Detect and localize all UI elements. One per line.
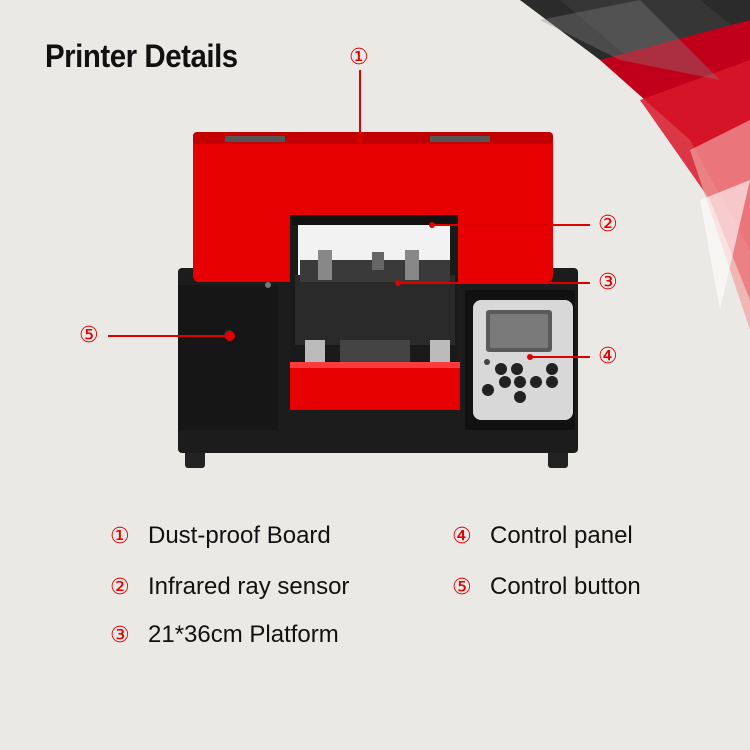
legend-num: ①: [110, 523, 130, 549]
callout-4: ④: [598, 344, 618, 369]
legend-num: ②: [110, 574, 130, 600]
callout-3: ③: [598, 270, 618, 295]
legend-label: 21*36cm Platform: [148, 621, 339, 648]
callout-5: ⑤: [79, 323, 99, 348]
legend-label: Control button: [490, 573, 641, 600]
legend-item-1: ① Dust-proof Board: [110, 522, 331, 550]
legend-item-4: ④ Control panel: [452, 522, 633, 550]
legend-item-2: ② Infrared ray sensor: [110, 573, 349, 601]
legend-item-3: ③ 21*36cm Platform: [110, 621, 339, 649]
legend-num: ⑤: [452, 574, 472, 600]
legend-num: ③: [110, 622, 130, 648]
callout-2: ②: [598, 212, 618, 237]
legend-label: Control panel: [490, 522, 633, 549]
legend-num: ④: [452, 523, 472, 549]
callout-1: ①: [349, 45, 369, 70]
page-title: Printer Details: [45, 38, 238, 74]
legend-label: Dust-proof Board: [148, 522, 331, 549]
legend-label: Infrared ray sensor: [148, 573, 350, 600]
legend-item-5: ⑤ Control button: [452, 573, 641, 601]
